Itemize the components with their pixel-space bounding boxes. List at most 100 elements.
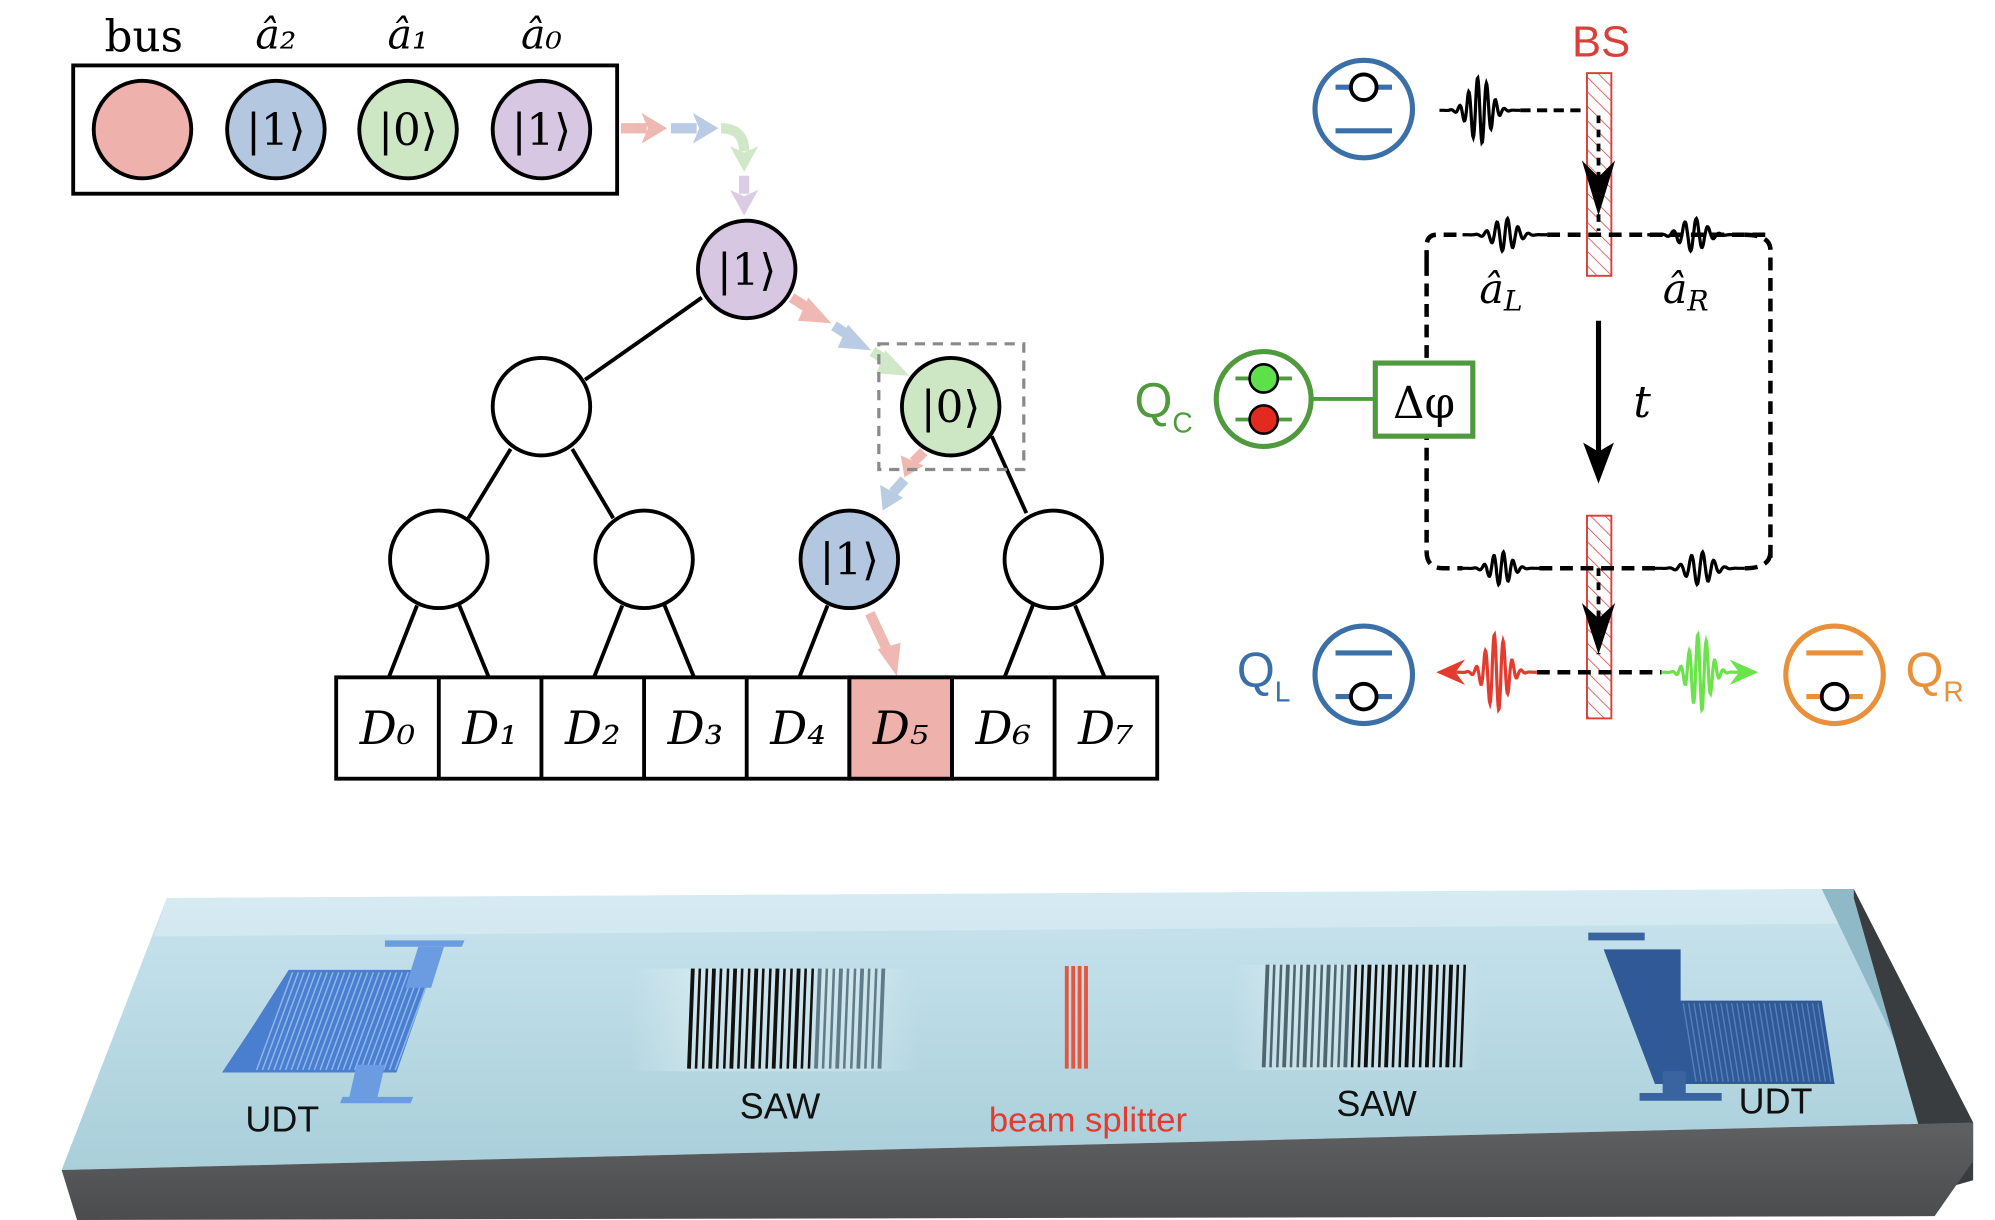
register-label-a1: â₁: [388, 11, 429, 59]
grating-line: [842, 968, 850, 1069]
grating-line: [1363, 964, 1372, 1068]
grating-line: [800, 968, 807, 1069]
svg-text:|1⟩: |1⟩: [717, 246, 776, 296]
memory-cell-d4: D₄: [769, 701, 826, 755]
grating-line: [779, 968, 786, 1069]
udt-finger: [1806, 1003, 1821, 1082]
grating-line: [1398, 964, 1405, 1068]
udt-finger: [1720, 1003, 1735, 1082]
upper-arms: [1424, 215, 1773, 565]
arrow-pink-2: [788, 293, 832, 324]
udt-finger: [1757, 1003, 1773, 1082]
grating-line: [1357, 964, 1365, 1068]
active-node-dashed-frame: [877, 342, 1026, 472]
udt-right-icon: [1588, 932, 1835, 1101]
arrow-purple-1: [730, 175, 759, 216]
register-qubit-a0: |1⟩: [490, 78, 593, 181]
grating-line: [1445, 964, 1454, 1068]
udt-finger: [1752, 1003, 1767, 1082]
udt-finger: [336, 972, 375, 1071]
grating-line: [877, 968, 886, 1069]
udt-finger: [1779, 1003, 1794, 1082]
output-wavepacket-right: [1661, 630, 1739, 715]
register-label-bus: bus: [105, 12, 183, 62]
grating-line: [1377, 964, 1385, 1068]
saw-right-icon: [1231, 964, 1482, 1070]
memory-cells: D₀ D₁ D₂ D₃ D₄ D₅ D₆ D₇: [334, 675, 1160, 781]
register-bus-qubit: [91, 78, 194, 181]
register-qubit-a1: |0⟩: [357, 78, 459, 181]
memory-cell-d0: D₀: [359, 701, 416, 755]
input-wavepacket: [1439, 74, 1586, 147]
register-panel: bus â₂ â₁ â₀ |1⟩ |0⟩ |1⟩: [71, 11, 620, 196]
grating-line: [715, 968, 723, 1069]
udt-finger: [377, 972, 415, 1071]
udt-finger: [1693, 1003, 1708, 1082]
grating-line: [1276, 964, 1283, 1068]
grating-line: [744, 968, 751, 1069]
saw-left-icon: [628, 968, 918, 1072]
tree-node-l2-1: [593, 508, 695, 610]
udt-finger: [313, 972, 352, 1071]
arrow-blue-3: [880, 476, 909, 511]
udt-finger: [279, 972, 317, 1071]
udt-finger: [273, 972, 311, 1071]
udt-finger: [365, 972, 403, 1071]
grating-line: [729, 968, 738, 1069]
udt-finger: [1763, 1003, 1778, 1082]
svg-text:|1⟩: |1⟩: [246, 106, 305, 156]
grating-line: [1310, 964, 1317, 1068]
arrow-green-1: [720, 123, 759, 172]
udt-finger: [267, 972, 305, 1071]
arrow-pink-1: [620, 112, 668, 144]
grating-line: [786, 968, 793, 1069]
grating-line: [1459, 964, 1466, 1068]
grating-line: [1418, 964, 1426, 1068]
udt-finger: [371, 972, 409, 1071]
bs-down-arrow-top: [1581, 160, 1616, 216]
grating-line: [694, 968, 702, 1069]
udt-finger: [359, 972, 398, 1071]
grating-line: [856, 968, 865, 1069]
udt-finger: [1784, 1003, 1800, 1082]
phase-shift-label: Δφ: [1393, 379, 1455, 429]
grating-line: [1391, 964, 1399, 1068]
interferometer: BS: [1134, 18, 1964, 727]
grating-line: [750, 968, 759, 1069]
memory-cell-d6: D₆: [975, 701, 1032, 755]
udt-left-icon: [222, 940, 465, 1104]
grating-line: [765, 968, 772, 1069]
svg-text:|0⟩: |0⟩: [921, 383, 980, 433]
arrow-pink-3: [900, 447, 928, 478]
tree-edges: [386, 296, 1107, 679]
grating-line: [1343, 964, 1352, 1068]
lower-arms: [1424, 549, 1773, 588]
grating-line: [737, 968, 744, 1069]
svg-text:|1⟩: |1⟩: [512, 106, 571, 156]
udt-finger: [348, 972, 386, 1071]
arrow-green-2: [869, 347, 910, 376]
svg-text:|1⟩: |1⟩: [820, 536, 879, 586]
svg-text:|0⟩: |0⟩: [378, 106, 437, 156]
udt-finger: [1790, 1003, 1805, 1082]
grating-line: [722, 968, 730, 1069]
register-box: [71, 63, 620, 196]
grating-line: [849, 968, 857, 1069]
time-arrow: [1583, 320, 1614, 484]
udt-finger: [1725, 1003, 1740, 1082]
tree-node-l1-right: |0⟩: [900, 355, 1002, 458]
grating-line: [1424, 964, 1433, 1068]
arrow-pink-4: [865, 611, 901, 677]
time-label: t: [1633, 378, 1651, 428]
grating-line: [1432, 964, 1439, 1068]
beam-splitter-icon: [1064, 965, 1088, 1069]
grating-line: [1439, 964, 1446, 1068]
udt-finger: [325, 972, 363, 1071]
udt-finger: [296, 972, 334, 1071]
udt-finger: [1704, 1003, 1719, 1082]
udt-finger: [1687, 1003, 1703, 1082]
udt-finger: [284, 972, 323, 1071]
udt-finger: [1801, 1003, 1816, 1082]
udt-finger: [382, 972, 421, 1071]
qc-label: QC: [1134, 374, 1192, 438]
